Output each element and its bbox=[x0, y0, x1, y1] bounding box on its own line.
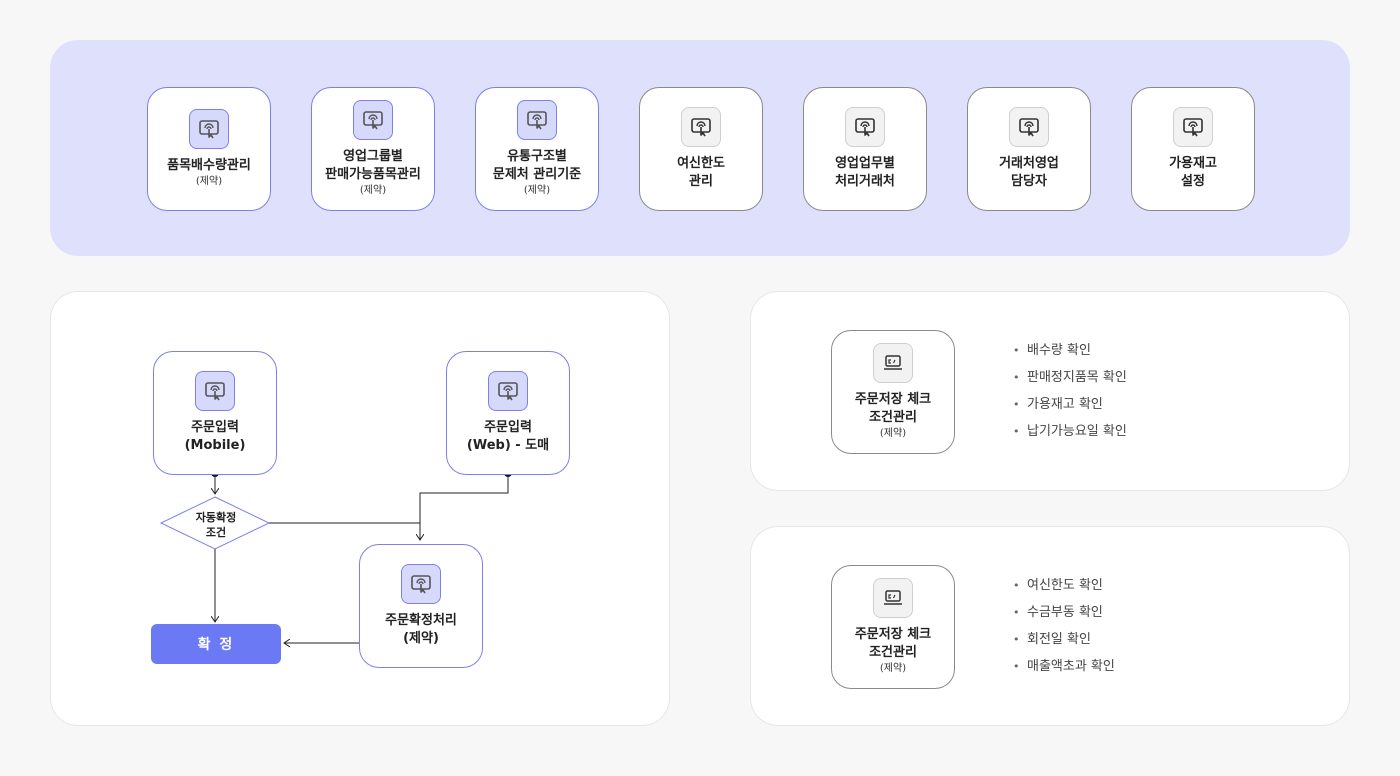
card-subtitle: (제약) bbox=[879, 428, 907, 439]
laptop-icon bbox=[873, 578, 913, 618]
touch-screen-icon bbox=[488, 371, 528, 411]
check-list-2: 여신한도 확인 수금부동 확인 회전일 확인 매출액초과 확인 bbox=[1013, 572, 1115, 680]
card-account-sales-rep[interactable]: 거래처영업 담당자 bbox=[967, 87, 1091, 211]
list-item: 여신한도 확인 bbox=[1013, 572, 1115, 599]
touch-screen-icon bbox=[681, 107, 721, 147]
touch-screen-icon bbox=[845, 107, 885, 147]
card-available-stock[interactable]: 가용재고 설정 bbox=[1131, 87, 1255, 211]
node-title: 주문입력 (Web) - 도매 bbox=[466, 420, 550, 453]
list-item: 판매정지품목 확인 bbox=[1013, 364, 1127, 391]
order-confirm-process-node[interactable]: 주문확정처리 (제약) bbox=[359, 544, 483, 668]
touch-screen-icon bbox=[195, 371, 235, 411]
node-title: 주문입력 (Mobile) bbox=[184, 420, 246, 453]
card-title: 여신한도 관리 bbox=[677, 156, 725, 189]
touch-screen-icon bbox=[353, 100, 393, 140]
card-subtitle: (제약) bbox=[879, 663, 907, 674]
touch-screen-icon bbox=[189, 109, 229, 149]
card-title: 유통구조별 문제처 관리기준 bbox=[492, 149, 582, 182]
card-title: 거래처영업 담당자 bbox=[999, 156, 1059, 189]
card-distribution-criteria[interactable]: 유통구조별 문제처 관리기준 (제약) bbox=[475, 87, 599, 211]
card-title: 영업그룹별 판매가능품목관리 bbox=[325, 149, 421, 182]
card-title: 가용재고 설정 bbox=[1169, 156, 1217, 189]
card-title: 영업업무별 처리거래처 bbox=[835, 156, 895, 189]
card-subtitle: (제약) bbox=[359, 185, 387, 196]
list-item: 가용재고 확인 bbox=[1013, 391, 1127, 418]
confirm-button[interactable]: 확 정 bbox=[151, 624, 281, 664]
order-input-mobile-node[interactable]: 주문입력 (Mobile) bbox=[153, 351, 277, 475]
card-subtitle: (제약) bbox=[195, 176, 223, 187]
list-item: 매출액초과 확인 bbox=[1013, 653, 1115, 680]
touch-screen-icon bbox=[1173, 107, 1213, 147]
card-credit-limit[interactable]: 여신한도 관리 bbox=[639, 87, 763, 211]
card-item-multiple-qty[interactable]: 품목배수량관리 (제약) bbox=[147, 87, 271, 211]
laptop-icon bbox=[873, 343, 913, 383]
order-input-web-node[interactable]: 주문입력 (Web) - 도매 bbox=[446, 351, 570, 475]
card-subtitle: (제약) bbox=[523, 185, 551, 196]
card-title: 품목배수량관리 bbox=[167, 158, 251, 173]
order-flow-panel bbox=[50, 291, 670, 726]
card-title: 주문저장 체크 조건관리 bbox=[854, 392, 932, 425]
auto-confirm-condition-label: 자동확정 조건 bbox=[195, 511, 237, 539]
list-item: 수금부동 확인 bbox=[1013, 599, 1115, 626]
card-sales-task-accounts[interactable]: 영업업무별 처리거래처 bbox=[803, 87, 927, 211]
card-title: 주문저장 체크 조건관리 bbox=[854, 627, 932, 660]
list-item: 회전일 확인 bbox=[1013, 626, 1115, 653]
list-item: 배수량 확인 bbox=[1013, 337, 1127, 364]
order-save-check-card-1[interactable]: 주문저장 체크 조건관리 (제약) bbox=[831, 330, 955, 454]
node-title: 주문확정처리 (제약) bbox=[385, 613, 457, 646]
list-item: 납기가능요일 확인 bbox=[1013, 418, 1127, 445]
touch-screen-icon bbox=[517, 100, 557, 140]
order-save-check-card-2[interactable]: 주문저장 체크 조건관리 (제약) bbox=[831, 565, 955, 689]
touch-screen-icon bbox=[1009, 107, 1049, 147]
check-list-1: 배수량 확인 판매정지품목 확인 가용재고 확인 납기가능요일 확인 bbox=[1013, 337, 1127, 445]
touch-screen-icon bbox=[401, 564, 441, 604]
card-sales-group-items[interactable]: 영업그룹별 판매가능품목관리 (제약) bbox=[311, 87, 435, 211]
